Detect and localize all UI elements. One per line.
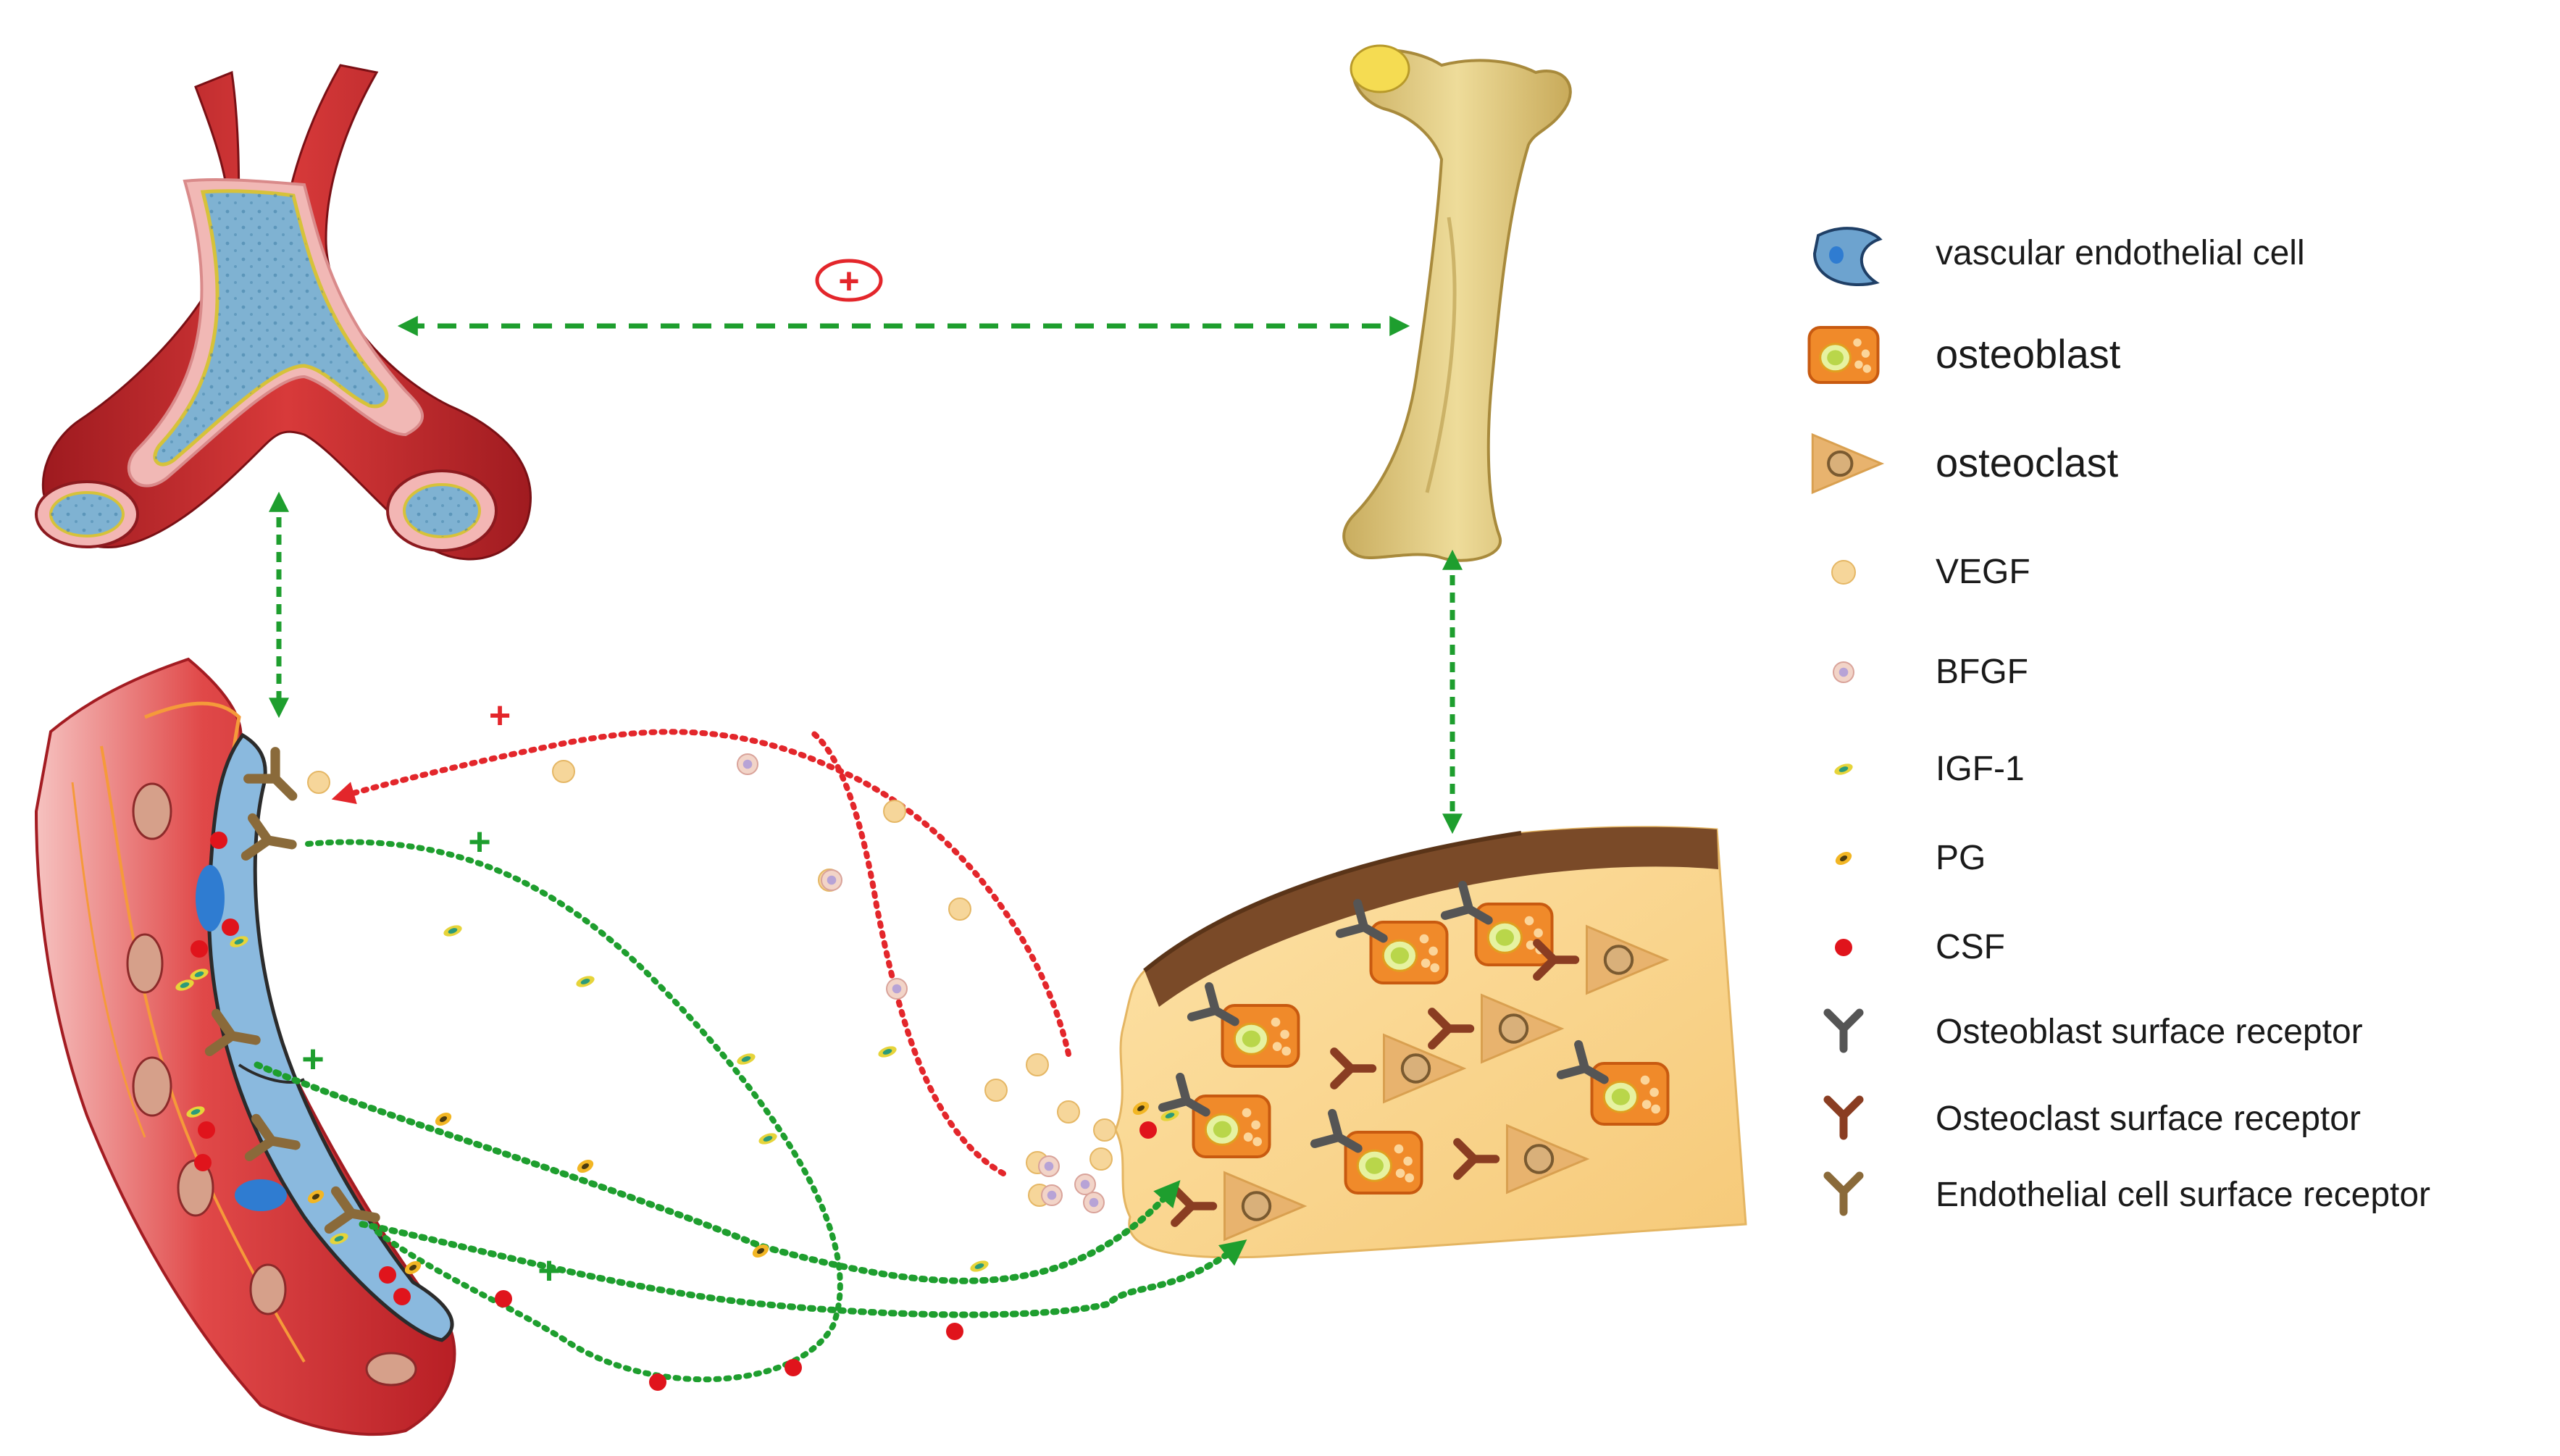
legend-label: IGF-1	[1936, 750, 2025, 788]
csf-icon	[1835, 939, 1852, 956]
legend-label: VEGF	[1936, 553, 2030, 591]
legend-label: Endothelial cell surface receptor	[1936, 1176, 2430, 1214]
green-plus-sign-3: +	[537, 1249, 561, 1292]
osteoblast-cell	[1556, 1039, 1670, 1126]
osteoclast-cell	[1330, 1033, 1467, 1104]
legend-item: PG	[1835, 839, 1986, 877]
endothelial-nucleus	[196, 865, 225, 932]
legend-item: Endothelial cell surface receptor	[1823, 1171, 2430, 1216]
legend-item: vascular endothelial cell	[1812, 227, 2305, 286]
femur-bone-illustration	[1342, 44, 1572, 562]
osteoclast-cell	[1171, 1171, 1308, 1242]
legend-label: osteoclast	[1936, 440, 2119, 485]
red-plus-sign: +	[489, 695, 511, 737]
smooth-muscle-nuclei	[126, 782, 417, 1386]
osteoblast-icon	[1807, 326, 1880, 384]
legend-item: osteoclast	[1811, 432, 2119, 495]
signaling-molecules	[175, 747, 1179, 1391]
legend-item: VEGF	[1831, 553, 2030, 591]
osteoclast-cell	[1533, 924, 1670, 995]
osteoclast-icon	[1811, 432, 1885, 495]
osteoblast-group	[1158, 880, 1670, 1194]
legend-label: osteoblast	[1936, 331, 2121, 377]
legend-item: Osteoclast surface receptor	[1823, 1095, 2361, 1140]
bfgf-icon	[1833, 661, 1854, 683]
endothelial-nucleus	[235, 1179, 287, 1211]
osteoclast-group	[1171, 924, 1670, 1242]
endothelial-surface-receptor	[244, 1113, 301, 1162]
pg-icon	[1835, 851, 1852, 866]
vegf-icon	[1831, 560, 1856, 585]
green-endothelial-to-osteoblast-arrow	[305, 839, 843, 1383]
legend-item: BFGF	[1833, 653, 2028, 691]
endothelial-surface-receptor	[324, 1186, 380, 1234]
endothelial-cell-icon	[1812, 227, 1883, 286]
legend: vascular endothelial cell osteoblast osteo…	[1807, 227, 2430, 1216]
osteoblast-cell	[1187, 982, 1300, 1068]
osteoblast-cell	[1335, 898, 1449, 984]
osteoclast-cell	[1453, 1124, 1590, 1194]
green-plus-sign-1: +	[468, 820, 491, 863]
endothelial-surface-receptor	[204, 1008, 261, 1057]
legend-label: Osteoblast surface receptor	[1936, 1013, 2363, 1051]
legend-item: CSF	[1835, 928, 2005, 966]
svg-text:+: +	[838, 261, 859, 301]
legend-label: PG	[1936, 839, 1986, 877]
legend-label: BFGF	[1936, 653, 2028, 691]
red-positive-feedback-arrow	[331, 729, 1071, 1057]
endothelial-surface-receptor	[243, 747, 298, 801]
igf1-icon	[1834, 763, 1853, 775]
legend-label: Osteoclast surface receptor	[1936, 1100, 2361, 1138]
legend-label: vascular endothelial cell	[1936, 234, 2305, 272]
green-plus-sign-2: +	[301, 1037, 325, 1081]
blood-vessel-illustration	[35, 64, 532, 561]
positive-regulation-circled-plus: +	[815, 259, 883, 302]
legend-label: CSF	[1936, 928, 2005, 966]
osteoblast-cell	[1158, 1072, 1271, 1158]
osteoclast-cell	[1428, 993, 1565, 1064]
osteoblast-receptor-icon	[1823, 1008, 1864, 1053]
osteoblast-cell	[1310, 1108, 1423, 1194]
endothelial-receptor-icon	[1823, 1171, 1864, 1216]
osteoblast-cell	[1440, 880, 1554, 966]
green-vessel-to-osteoclast-arrow	[359, 1221, 1247, 1318]
osteoclast-receptor-icon	[1823, 1095, 1864, 1140]
red-positive-feedback-arrow-2	[808, 729, 1006, 1176]
legend-item: IGF-1	[1834, 750, 2025, 788]
legend-item: osteoblast	[1807, 326, 2121, 384]
endothelial-surface-receptor	[240, 813, 297, 861]
legend-item: Osteoblast surface receptor	[1823, 1008, 2363, 1053]
